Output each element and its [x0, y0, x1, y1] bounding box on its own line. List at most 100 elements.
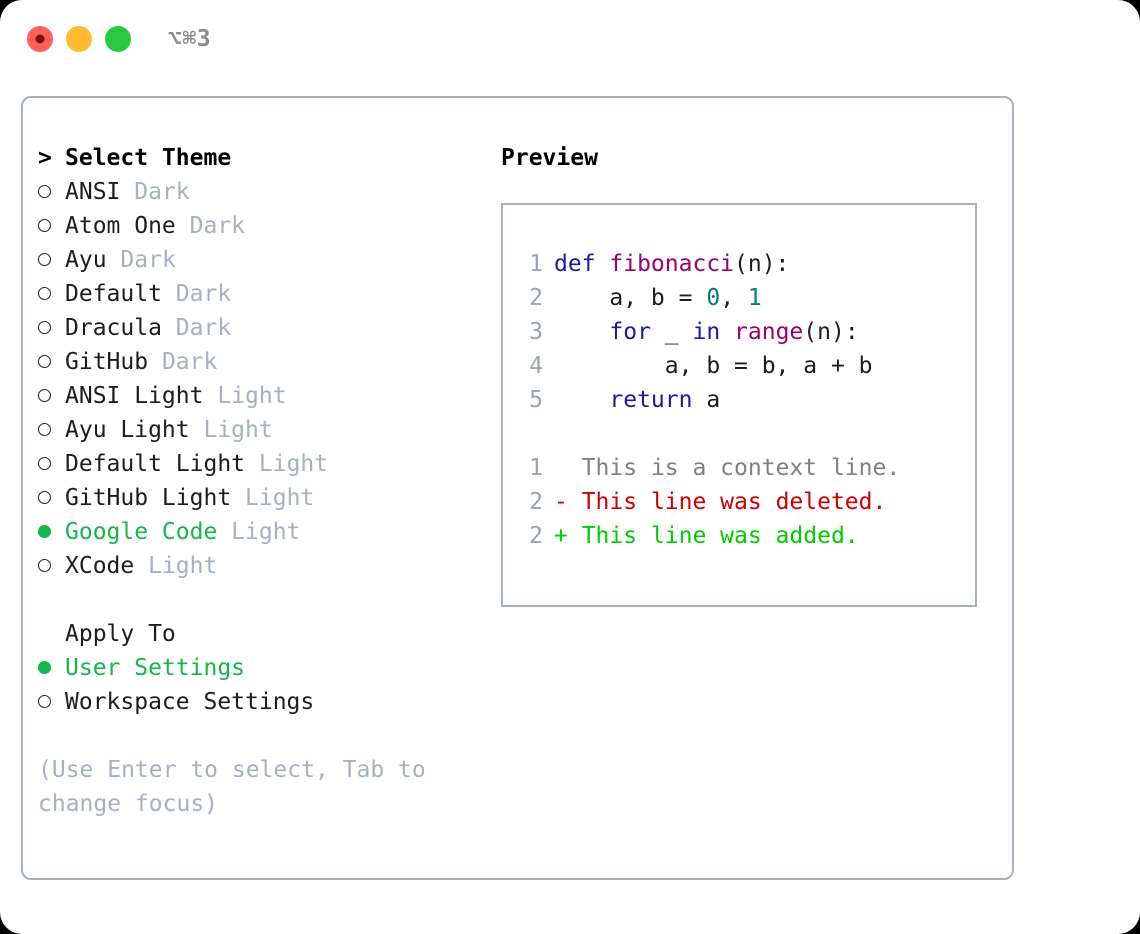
theme-option-name: Default Light — [65, 451, 246, 477]
theme-option-row[interactable]: Google Code Light — [38, 515, 468, 549]
code-token-num: 1 — [747, 285, 762, 311]
list-spacer — [38, 583, 468, 617]
theme-option-name: Ayu Light — [65, 417, 190, 443]
theme-option-name: GitHub — [65, 349, 149, 375]
theme-option-tag: Light — [203, 417, 273, 443]
theme-option-name: Atom One — [65, 213, 176, 239]
apply-to-header-label: Apply To — [65, 621, 176, 647]
code-token-kw: def — [554, 251, 610, 277]
theme-option-tag: Dark — [120, 247, 176, 273]
code-token-kw: in — [692, 319, 721, 345]
theme-option-name: ANSI Light — [65, 383, 204, 409]
theme-option-name: Ayu — [65, 247, 107, 273]
code-line: 4 a, b = b, a + b — [519, 349, 969, 383]
diff-line-text: This is a context line. — [554, 455, 901, 481]
radio-dot-shape — [38, 219, 51, 232]
caret-marker-icon: > — [38, 145, 52, 171]
preview-header-label: Preview — [501, 145, 598, 171]
code-line-text: def fibonacci(n): — [554, 251, 789, 277]
close-button-icon[interactable] — [27, 26, 53, 52]
keyboard-hint-text: (Use Enter to select, Tab to change focu… — [38, 757, 426, 817]
theme-option-row[interactable]: Dracula Dark — [38, 311, 468, 345]
theme-option-row[interactable]: XCode Light — [38, 549, 468, 583]
theme-option-name: XCode — [65, 553, 135, 579]
radio-dot-shape — [38, 491, 51, 504]
code-token-fn: range — [734, 319, 804, 345]
radio-unselected-icon — [38, 311, 65, 345]
radio-unselected-icon — [38, 481, 65, 515]
radio-dot-shape — [38, 185, 51, 198]
select-theme-header-label: Select Theme — [65, 145, 232, 171]
diff-line: 1 This is a context line. — [519, 451, 969, 485]
theme-option-name: Dracula — [65, 315, 162, 341]
theme-name-tag-gap — [107, 247, 121, 273]
radio-dot-shape — [38, 389, 51, 402]
code-line-number: 1 — [529, 251, 543, 277]
code-line: 5 return a — [519, 383, 969, 417]
traffic-light-group — [27, 26, 131, 52]
radio-unselected-icon — [38, 379, 65, 413]
title-bar: ⌥⌘3 — [0, 0, 1140, 78]
theme-option-row[interactable]: Default Dark — [38, 277, 468, 311]
radio-unselected-icon — [38, 243, 65, 277]
code-token-pl — [554, 387, 609, 413]
apply-to-option-row[interactable]: Workspace Settings — [38, 685, 468, 719]
diff-line-number: 2 — [529, 523, 543, 549]
theme-option-name: Google Code — [65, 519, 218, 545]
keyboard-shortcut-label: ⌥⌘3 — [168, 26, 212, 52]
code-token-kw: return — [609, 387, 693, 413]
diff-line-content: This is a context line. — [567, 455, 901, 481]
code-token-pl: a, b = b, a + b — [554, 353, 873, 379]
radio-dot-shape — [38, 695, 51, 708]
theme-option-tag: Dark — [161, 349, 218, 375]
theme-option-row[interactable]: Ayu Light Light — [38, 413, 468, 447]
theme-name-tag-gap — [148, 349, 162, 375]
radio-dot-shape — [38, 525, 51, 538]
maximize-button-icon[interactable] — [105, 26, 131, 52]
theme-option-row[interactable]: Atom One Dark — [38, 209, 468, 243]
radio-selected-icon — [38, 515, 65, 549]
theme-option-tag: Light — [245, 485, 315, 511]
code-line: 3 for _ in range(n): — [519, 315, 969, 349]
code-token-kw: for — [609, 319, 651, 345]
theme-option-row[interactable]: GitHub Dark — [38, 345, 468, 379]
theme-option-tag: Light — [148, 553, 218, 579]
radio-unselected-icon — [38, 175, 65, 209]
diff-sign-marker: + — [554, 523, 568, 549]
apply-to-option-name: Workspace Settings — [65, 689, 315, 715]
theme-option-tag: Light — [217, 383, 287, 409]
radio-unselected-icon — [38, 413, 65, 447]
theme-option-row[interactable]: Default Light Light — [38, 447, 468, 481]
theme-option-tag: Light — [231, 519, 301, 545]
code-line: 1 def fibonacci(n): — [519, 247, 969, 281]
diff-line-number: 1 — [529, 455, 543, 481]
theme-option-row[interactable]: ANSI Dark — [38, 175, 468, 209]
code-token-pl: _ — [650, 319, 693, 345]
code-line-text: for _ in range(n): — [554, 319, 858, 345]
code-token-pl — [554, 319, 609, 345]
minimize-button-icon[interactable] — [66, 26, 92, 52]
diff-line: 2- This line was deleted. — [519, 485, 969, 519]
radio-unselected-icon — [38, 209, 65, 243]
theme-option-row[interactable]: Ayu Dark — [38, 243, 468, 277]
theme-option-row[interactable]: GitHub Light Light — [38, 481, 468, 515]
select-theme-header: > Select Theme — [38, 141, 468, 175]
theme-option-tag: Dark — [189, 213, 246, 239]
code-line-text: a, b = b, a + b — [554, 353, 873, 379]
radio-dot-shape — [38, 287, 51, 300]
apply-to-indent — [38, 617, 65, 651]
radio-dot-shape — [38, 355, 51, 368]
code-line-number: 3 — [529, 319, 543, 345]
diff-line-content: This line was deleted. — [567, 489, 887, 515]
code-line-text: return a — [554, 387, 720, 413]
code-token-num: 0 — [706, 285, 721, 311]
theme-option-row[interactable]: ANSI Light Light — [38, 379, 468, 413]
diff-line-text: + This line was added. — [554, 523, 859, 549]
apply-to-option-row[interactable]: User Settings — [38, 651, 468, 685]
